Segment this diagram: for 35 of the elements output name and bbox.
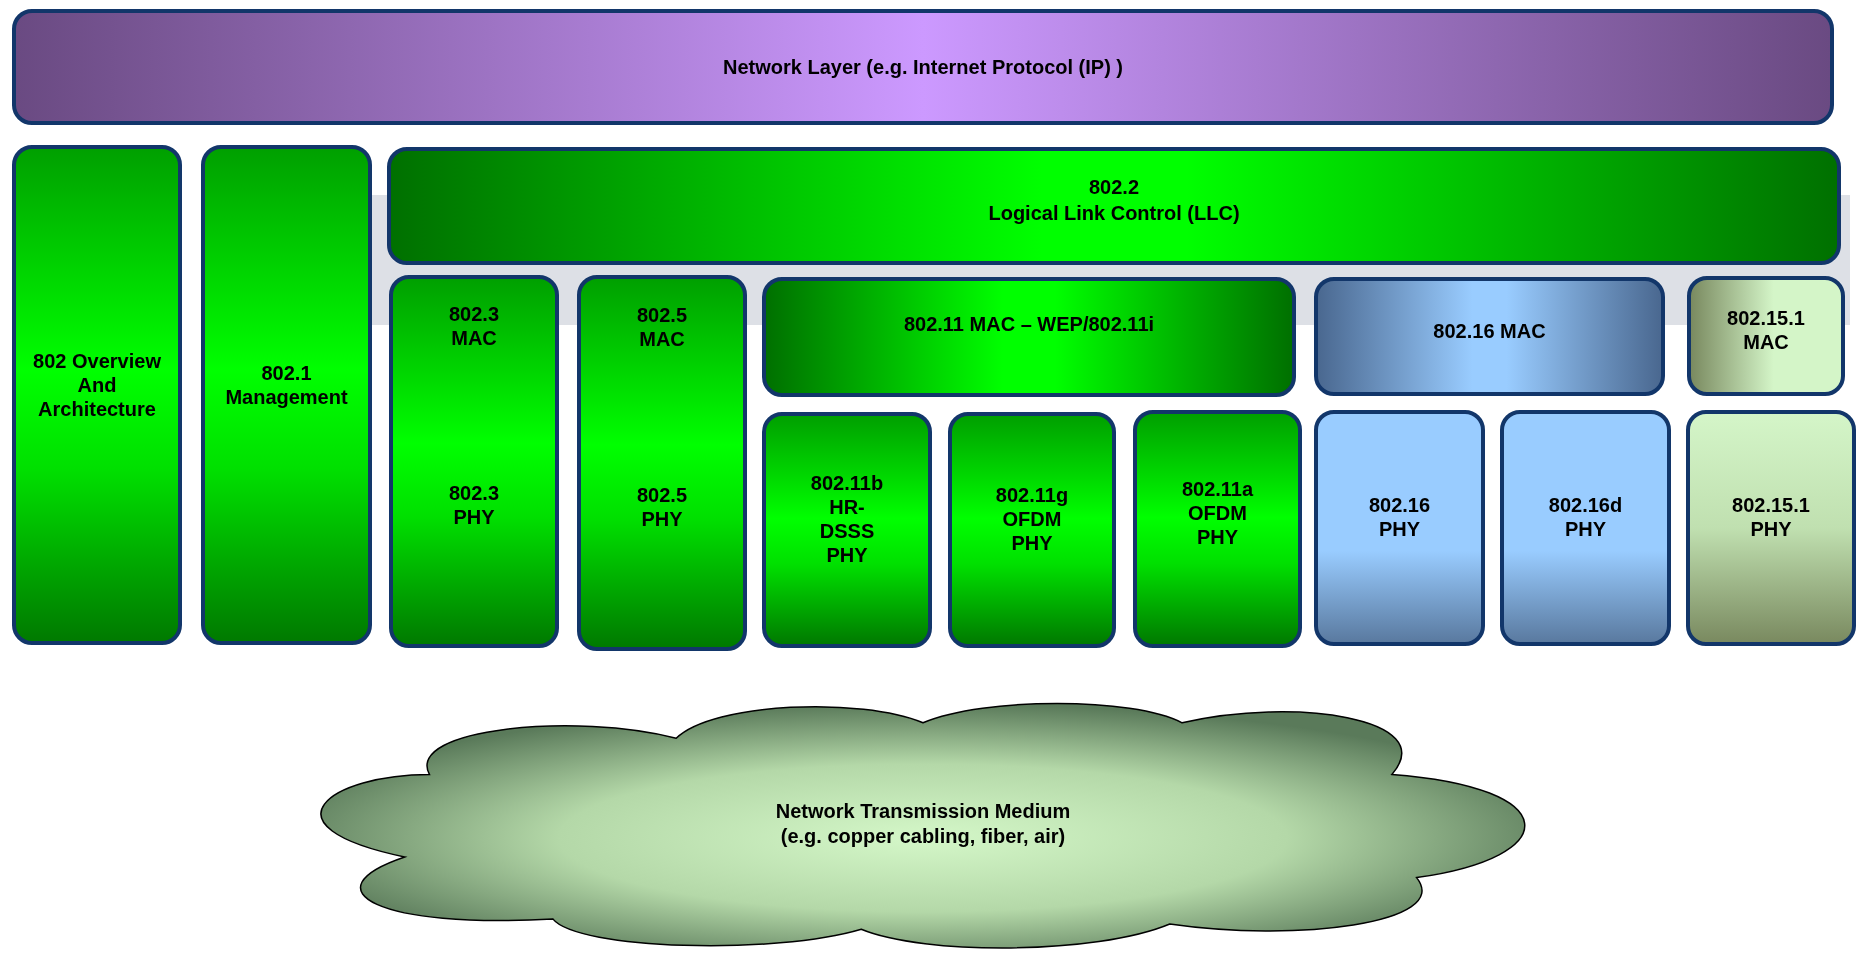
box-label: 802.2 <box>1088 175 1140 200</box>
standard-column <box>577 275 747 651</box>
box-label: 802.16 MAC <box>1433 318 1546 343</box>
phy-box <box>1314 410 1485 646</box>
box-label: 802.11 MAC – WEP/802.11i <box>903 311 1155 336</box>
phy-box <box>762 412 932 648</box>
phy-box <box>1686 410 1856 646</box>
box-label: (e.g. copper cabling, fiber, air) <box>780 824 1066 849</box>
phy-box <box>948 412 1116 648</box>
box-label: 802 Overview And Architecture <box>32 349 162 422</box>
standard-column <box>389 275 559 648</box>
box-label: 802.11g OFDM PHY <box>995 482 1069 555</box>
box-label: 802.3 PHY <box>448 481 500 530</box>
box-label: 802.11b HR-DSSS PHY <box>810 470 884 567</box>
sublayer-box <box>387 147 1841 265</box>
standard-column <box>201 145 372 645</box>
box-label: 802.15.1 MAC <box>1727 306 1805 355</box>
box-label: 802.15.1 PHY <box>1732 492 1810 541</box>
phy-box <box>1133 410 1302 648</box>
box-label: Logical Link Control (LLC) <box>988 200 1240 225</box>
box-label: 802.11a OFDM PHY <box>1181 476 1254 549</box>
phy-box <box>1500 410 1671 646</box>
box-label: 802.3 MAC <box>448 302 500 351</box>
mac-box <box>1314 277 1665 396</box>
layer-band <box>12 9 1834 125</box>
box-label: 802.16d PHY <box>1548 492 1623 541</box>
box-label: 802.5 MAC <box>636 302 688 351</box>
standard-column <box>12 145 182 645</box>
mac-box <box>762 277 1296 397</box>
mac-box <box>1687 276 1845 396</box>
box-label: Network Layer (e.g. Internet Protocol (IP) ) <box>722 55 1124 79</box>
box-label: 802.5 PHY <box>636 483 688 532</box>
box-label: 802.1 Management <box>224 361 349 410</box>
box-label: 802.16 PHY <box>1368 492 1431 541</box>
box-label: Network Transmission Medium <box>775 798 1071 823</box>
